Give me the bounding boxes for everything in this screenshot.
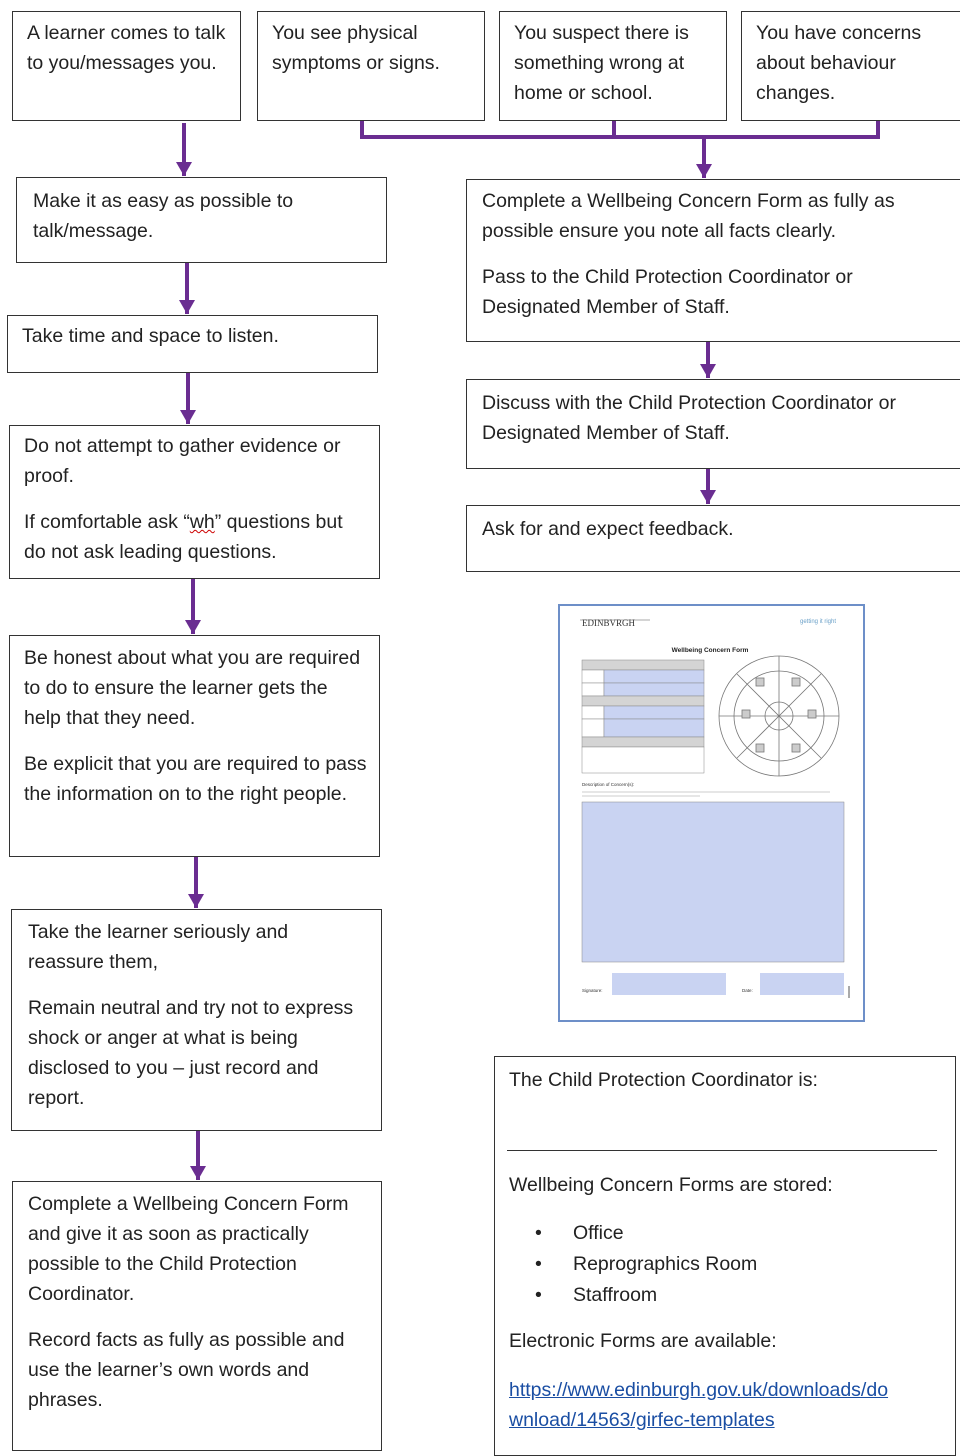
- form-logo-edinburgh: EDINBVRGH: [582, 618, 635, 628]
- trigger-box-learner: A learner comes to talk to you/messages …: [12, 11, 241, 121]
- wh-word: wh: [189, 511, 215, 533]
- text-after: ” questions but do not ask leading quest…: [24, 511, 343, 563]
- bullet-icon: •: [535, 1284, 542, 1306]
- step-text: Do not attempt to gather evidence or pro…: [24, 435, 341, 487]
- step-complete-form: Complete a Wellbeing Concern Form and gi…: [12, 1181, 382, 1451]
- step-discuss: Discuss with the Child Protection Coordi…: [466, 379, 960, 469]
- link-line-1: https://www.edinburgh.gov.uk/downloads/d…: [509, 1379, 889, 1401]
- arrowhead-left-3: [180, 410, 196, 424]
- step-text-wh-questions: If comfortable ask “wh” questions but do…: [24, 507, 367, 567]
- form-description-field: [581, 801, 845, 963]
- location-item: • Reprographics Room: [499, 1249, 757, 1280]
- step-take-seriously: Take the learner seriously and reassure …: [11, 909, 382, 1131]
- wellbeing-wheel-icon: [718, 655, 840, 777]
- arrowhead-left-4: [185, 620, 201, 634]
- form-title: Wellbeing Concern Form: [672, 647, 749, 654]
- step-easy-to-talk: Make it as easy as possible to talk/mess…: [16, 177, 387, 263]
- text-before: If comfortable ask “: [24, 511, 190, 533]
- link-line-2: wnload/14563/girfec-templates: [509, 1409, 775, 1431]
- bullet-icon: •: [535, 1222, 542, 1244]
- trigger-box-symptoms: You see physical symptoms or signs.: [257, 11, 485, 121]
- arrowhead-left-1: [176, 162, 192, 176]
- location-text: Staffroom: [573, 1284, 658, 1306]
- trigger-text: You have concerns about behaviour change…: [756, 22, 922, 104]
- merge-bracket: [360, 120, 880, 139]
- step-text: Be honest about what you are required to…: [24, 647, 361, 729]
- trigger-box-behaviour: You have concerns about behaviour change…: [741, 11, 960, 121]
- arrowhead-left-6: [190, 1166, 206, 1180]
- step-text: Be explicit that you are required to pas…: [24, 753, 367, 805]
- step-text: Make it as easy as possible to talk/mess…: [33, 190, 294, 242]
- arrowhead-right-2: [700, 364, 716, 378]
- trigger-text: You see physical symptoms or signs.: [272, 22, 440, 74]
- wellbeing-form-thumbnail: EDINBVRGH getting it right Wellbeing Con…: [558, 604, 865, 1022]
- step-text: Take time and space to listen.: [22, 325, 279, 347]
- location-text: Office: [573, 1222, 624, 1244]
- step-listen: Take time and space to listen.: [7, 315, 378, 373]
- stored-label: Wellbeing Concern Forms are stored:: [509, 1174, 833, 1196]
- trigger-text: You suspect there is something wrong at …: [514, 22, 689, 104]
- arrowhead-right-3: [700, 490, 716, 504]
- bullet-icon: •: [535, 1253, 542, 1275]
- form-date-field: [760, 973, 844, 995]
- arrowhead-left-5: [188, 894, 204, 908]
- form-details-table: [581, 659, 705, 774]
- form-logo-girfec: getting it right: [800, 619, 836, 625]
- trigger-box-suspect: You suspect there is something wrong at …: [499, 11, 727, 121]
- form-thumbnail-drawing: EDINBVRGH getting it right Wellbeing Con…: [580, 618, 850, 998]
- step-text: Take the learner seriously and reassure …: [28, 921, 289, 973]
- step-text: Remain neutral and try not to express sh…: [28, 997, 354, 1109]
- form-description-label: Description of Concern(s):: [582, 782, 634, 787]
- step-complete-wellbeing-form: Complete a Wellbeing Concern Form as ful…: [466, 179, 960, 342]
- form-signature-label: Signature:: [582, 988, 603, 993]
- arrowhead-right-1: [696, 164, 712, 178]
- coordinator-name-blank-line: [507, 1150, 937, 1151]
- step-text: Pass to the Child Protection Coordinator…: [482, 266, 853, 318]
- trigger-text: A learner comes to talk to you/messages …: [27, 22, 226, 74]
- step-be-honest: Be honest about what you are required to…: [9, 635, 380, 857]
- location-item: • Staffroom: [499, 1280, 757, 1311]
- location-item: • Office: [499, 1218, 757, 1249]
- form-date-label: Date:: [742, 988, 753, 993]
- step-feedback: Ask for and expect feedback.: [466, 505, 960, 572]
- electronic-forms-label: Electronic Forms are available:: [509, 1330, 777, 1352]
- storage-locations-list: • Office • Reprographics Room • Staffroom: [499, 1218, 757, 1311]
- arrowhead-left-2: [179, 300, 195, 314]
- girfec-templates-link[interactable]: https://www.edinburgh.gov.uk/downloads/d…: [509, 1375, 888, 1435]
- step-no-evidence: Do not attempt to gather evidence or pro…: [9, 425, 380, 579]
- step-text: Complete a Wellbeing Concern Form and gi…: [28, 1193, 349, 1305]
- coordinator-label: The Child Protection Coordinator is:: [509, 1069, 818, 1091]
- step-text: Ask for and expect feedback.: [482, 518, 734, 540]
- step-text: Discuss with the Child Protection Coordi…: [482, 392, 897, 444]
- step-text: Record facts as fully as possible and us…: [28, 1329, 345, 1411]
- form-signature-field: [612, 973, 726, 995]
- location-text: Reprographics Room: [573, 1253, 758, 1275]
- step-text: Complete a Wellbeing Concern Form as ful…: [482, 190, 895, 242]
- info-box: The Child Protection Coordinator is: Wel…: [494, 1056, 956, 1456]
